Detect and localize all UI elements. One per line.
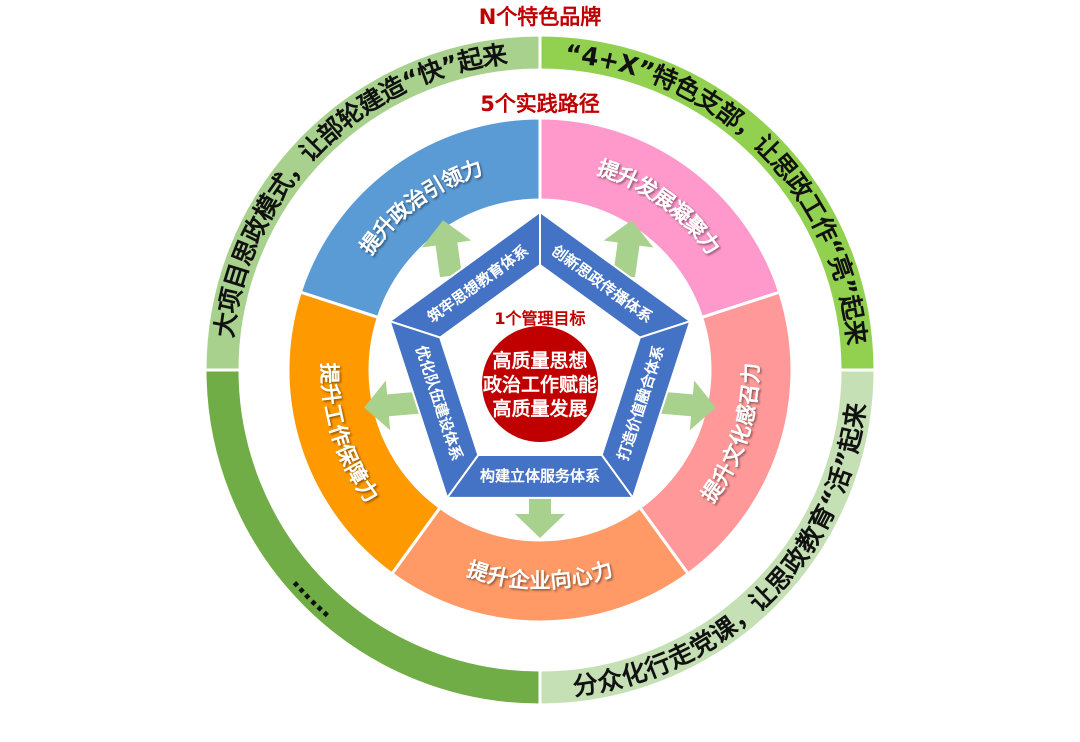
- title-n-brands: N个特色品牌: [479, 5, 602, 29]
- arrow-right-icon: [659, 380, 716, 431]
- arrow-left-icon: [364, 380, 421, 431]
- arrow-down-icon: [515, 482, 565, 538]
- middle-segment-support: [286, 290, 443, 576]
- arrows: [364, 220, 716, 538]
- core-line-1: 高质量思想: [492, 349, 587, 372]
- outer-segment-bottom-left: [203, 368, 542, 707]
- core-circle: [482, 326, 598, 442]
- title-5-paths: 5个实践路径: [480, 92, 600, 116]
- arrow-up-left-icon: [421, 220, 472, 278]
- pentagon-edge-left: [388, 319, 480, 501]
- middle-ring: 提升政治引领力 提升发展凝聚力 提升文化感召力 提升企业向心力 提升工作保障力: [286, 116, 794, 624]
- arrow-up-right-icon: [603, 220, 654, 278]
- core-line-2: 政治工作赋能: [483, 373, 597, 396]
- pentagon-label-service: 构建立体服务体系: [480, 467, 600, 485]
- core-line-3: 高质量发展: [492, 397, 587, 420]
- core-title: 1个管理目标: [494, 309, 585, 328]
